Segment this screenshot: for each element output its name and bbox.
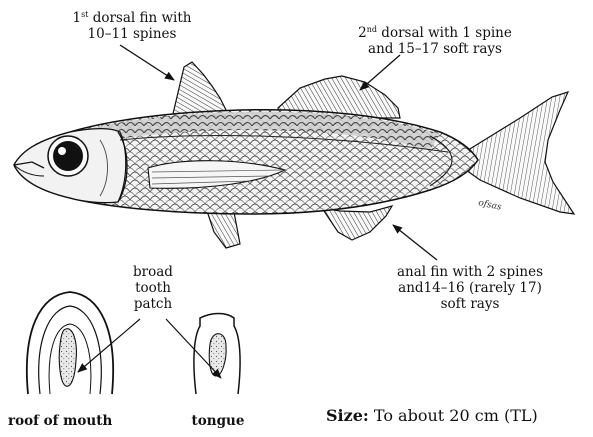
second-dorsal-label: 2nd dorsal with 1 spine and 15–17 soft r…: [330, 25, 540, 57]
tooth-patch-line2: tooth: [113, 280, 193, 296]
first-dorsal-line2: 10–11 spines: [42, 26, 222, 42]
size-label: Size: To about 20 cm (TL): [326, 406, 588, 426]
anal-fin-line1: anal fin with 2 spines: [370, 264, 570, 280]
tongue-label: tongue: [178, 413, 258, 429]
first-dorsal-line1: dorsal fin with: [88, 10, 191, 26]
tongue-tooth-patch: [209, 334, 226, 376]
tooth-patch-line1: broad: [113, 264, 193, 280]
second-dorsal-ordinal-suffix: nd: [367, 25, 377, 34]
second-dorsal-line1: dorsal with 1 spine: [377, 25, 512, 41]
tooth-patch-label: broad tooth patch: [113, 264, 193, 312]
second-dorsal-arrow: [360, 55, 400, 90]
svg-text:ofsas: ofsas: [477, 198, 502, 213]
first-dorsal-arrow: [120, 45, 174, 80]
second-dorsal-line2: and 15–17 soft rays: [330, 41, 540, 57]
anal-fin-line3: soft rays: [370, 296, 570, 312]
second-dorsal-ordinal: 2: [358, 25, 367, 41]
anal-fin-line2: and14–16 (rarely 17): [370, 280, 570, 296]
tongue-illustration: [194, 314, 240, 395]
tooth-patch-line3: patch: [113, 296, 193, 312]
roof-of-mouth-label: roof of mouth: [8, 413, 148, 429]
roof-of-mouth-illustration: [27, 292, 113, 394]
anal-fin-label: anal fin with 2 spines and14–16 (rarely …: [370, 264, 570, 312]
roof-tooth-patch: [59, 329, 76, 387]
anal-fin: [322, 206, 392, 240]
first-dorsal-label: 1st dorsal fin with 10–11 spines: [42, 10, 222, 42]
anal-fin-arrow: [393, 225, 437, 260]
size-value: To about 20 cm (TL): [369, 406, 538, 425]
first-dorsal-ordinal: 1: [72, 10, 81, 26]
size-heading: Size:: [326, 406, 369, 425]
